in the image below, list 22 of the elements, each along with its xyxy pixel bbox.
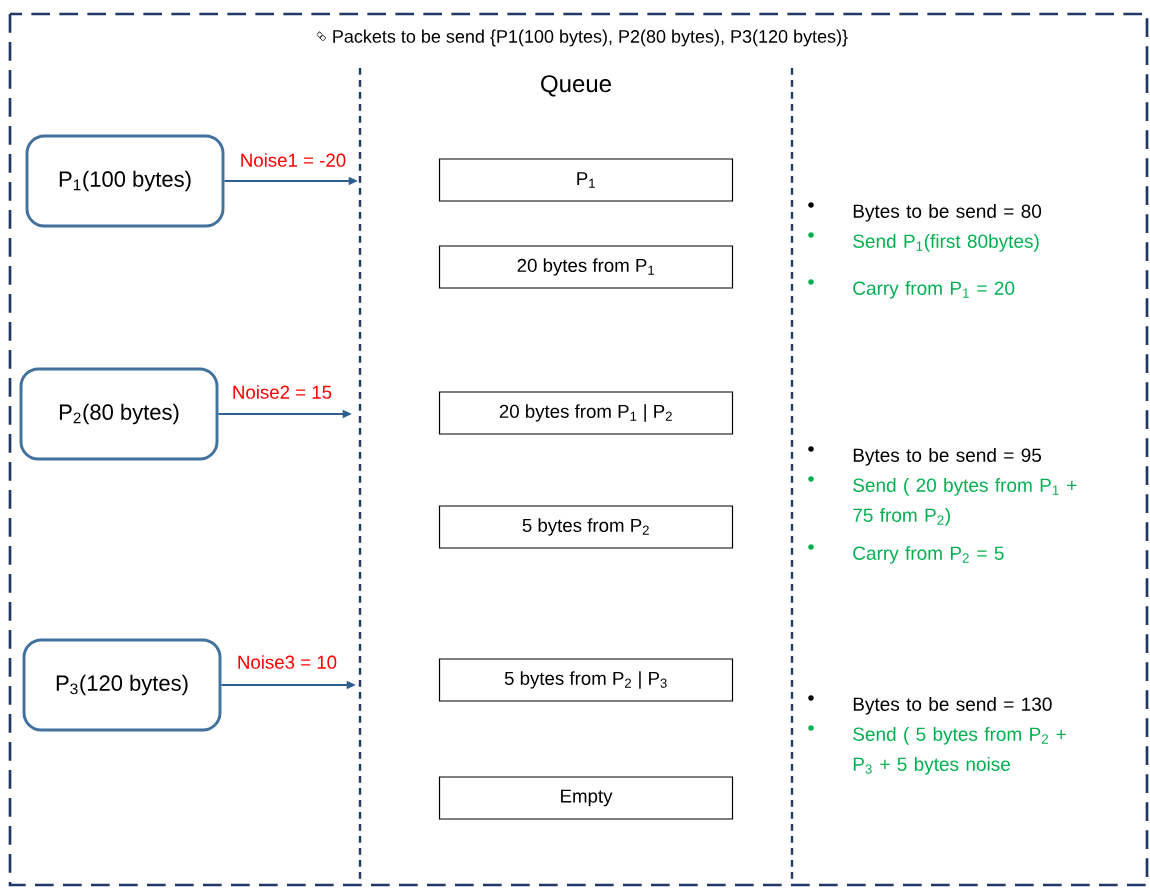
queue-box: P$_{1}$: [438, 158, 734, 202]
noise-label: Noise2 = 15: [230, 383, 334, 401]
noise-label: Noise3 = 10: [235, 653, 339, 671]
queue-box: 5 bytes from P$_{2}$: [438, 505, 734, 549]
queue-box: 20 bytes from P$_{1}$: [438, 245, 734, 289]
packet-box: P$_{1}$(100 bytes): [25, 134, 225, 228]
note-text: Carry from P$_{2}$ = 5: [853, 546, 1004, 564]
queue-box: Empty: [438, 776, 734, 820]
note-text: Send P$_{1}$(first 80bytes): [853, 234, 1039, 252]
column-heading: Queue: [541, 75, 611, 97]
note-text: Bytes to be send = 95: [853, 448, 1042, 466]
note-text: Carry from P$_{1}$ = 20: [853, 281, 1015, 299]
noise-label: Noise1 = -20: [238, 151, 348, 169]
note-text: Send ( 5 bytes from P$_{2}$ + P$_{3}$ + 5 bytes noise: [853, 726, 1066, 775]
packet-box: P$_{3}$(120 bytes): [22, 638, 222, 732]
packet-box: P$_{2}$(80 bytes): [19, 367, 219, 461]
title: Packets to be send {P1(100 bytes), P2(80 bytes), P3(120 bytes)}: [333, 29, 848, 47]
queue-box: 5 bytes from P$_{2}$ | P$_{3}$: [438, 658, 734, 702]
note-text: Bytes to be send = 130: [853, 697, 1052, 715]
note-text: Send ( 20 bytes from P$_{1}$ + 75 from P$_{2}$): [853, 478, 1077, 526]
note-text: Bytes to be send = 80: [853, 204, 1042, 222]
queue-box: 20 bytes from P$_{1}$ | P$_{2}$: [438, 391, 734, 435]
